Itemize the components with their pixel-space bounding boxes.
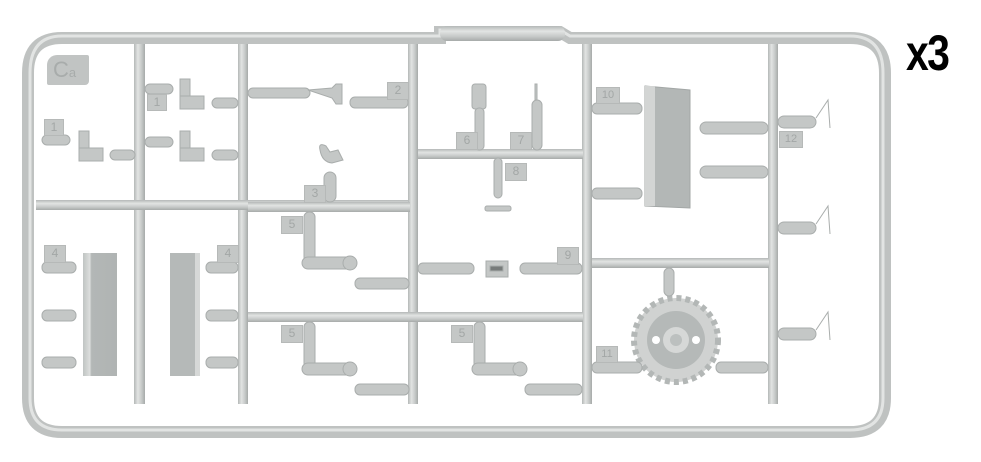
- parts-6-7-8: [471, 83, 543, 212]
- part-number-tag: 6: [456, 132, 478, 150]
- sprue-id-sub: a: [68, 65, 77, 80]
- part-1-clips: [41, 78, 239, 162]
- part-number-tag: 1: [147, 94, 167, 111]
- part-number-tag: 9: [557, 247, 579, 265]
- part-number-tag: 12: [779, 131, 803, 148]
- part-number-tag: 5: [451, 325, 473, 343]
- outer-runner: [22, 26, 891, 438]
- part-12-brackets: [777, 98, 831, 341]
- part-number-tag: 4: [217, 245, 239, 263]
- part-4-panels: [41, 253, 239, 376]
- part-number-tag: 5: [281, 216, 303, 234]
- part-number-tag: 11: [596, 346, 618, 363]
- part-number-tag: 8: [505, 163, 527, 181]
- quantity-label: x3: [906, 25, 950, 81]
- part-2-wrench: [247, 83, 409, 109]
- part-number-tag: 7: [510, 132, 532, 150]
- sprue-id-letter: C: [53, 57, 69, 82]
- part-9: [417, 260, 583, 278]
- part-number-tag: 1: [44, 119, 64, 136]
- part-number-tag: 3: [304, 185, 326, 203]
- part-number-tag: 4: [44, 245, 66, 263]
- part-3-hook: [319, 144, 344, 203]
- part-number-tag: 10: [596, 87, 620, 104]
- part-11-sprocket: [591, 267, 769, 385]
- sprue-id-tag: Ca: [47, 55, 89, 85]
- part-10-plate: [591, 85, 769, 209]
- part-5-levers: [301, 211, 583, 396]
- internal-runners: [36, 44, 778, 404]
- part-number-tag: 5: [281, 325, 303, 343]
- part-number-tag: 2: [387, 82, 409, 100]
